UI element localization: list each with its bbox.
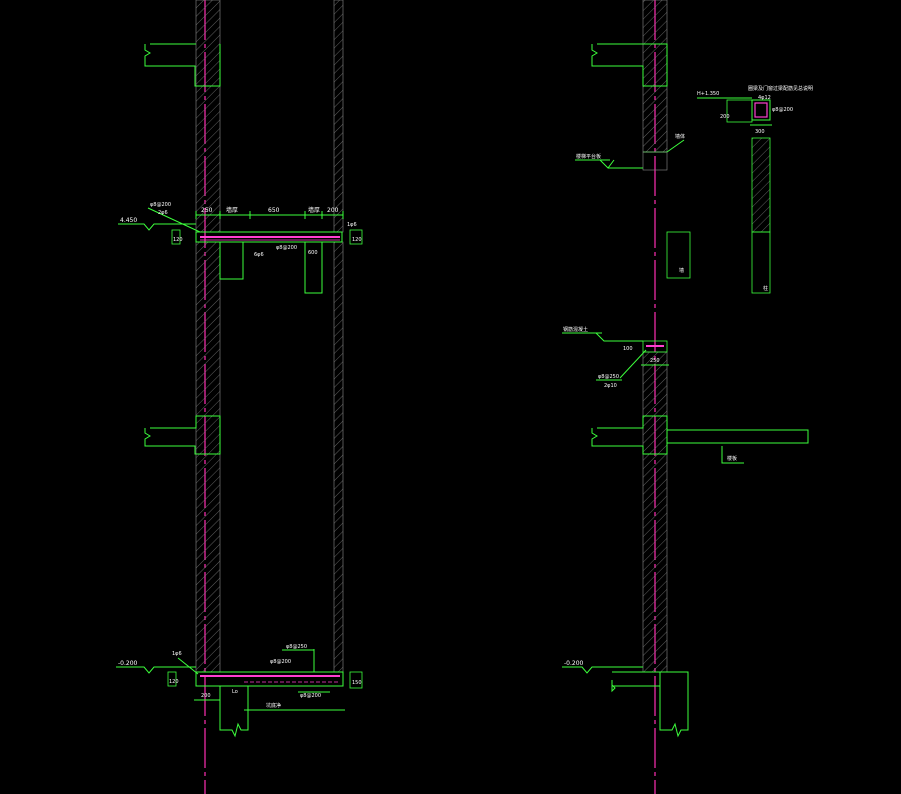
- top-beam: [195, 231, 343, 243]
- beam-rebar-stirrup: φ8@200: [772, 107, 793, 113]
- top-beam-drop-right: [304, 242, 323, 294]
- bottom-height-right: 150: [352, 680, 362, 686]
- level-bottom-label: -0.200: [118, 660, 138, 667]
- tall-column-lower: [751, 231, 771, 294]
- mid-rebar-b: 2φ10: [604, 383, 617, 389]
- bottom-rebar-c: φ8@200: [300, 693, 321, 699]
- top-beam-dim-250: 250: [201, 207, 213, 214]
- top-beam-rebar-mid: φ8@200: [276, 245, 297, 251]
- top-height-right: 120: [352, 237, 362, 243]
- mid-detail-box: [642, 340, 668, 353]
- bottom-slab-under: [219, 686, 249, 738]
- right-lower-ledge: [591, 415, 668, 455]
- bottom-height-left: 120: [169, 679, 179, 685]
- right-wall-leader: [666, 139, 685, 153]
- top-rebar-count: 2φ6: [158, 210, 168, 216]
- bottom-slab: [195, 671, 344, 687]
- level-marker-bottom: [116, 666, 196, 674]
- top-rebar-label: φ8@200: [150, 202, 171, 208]
- beam-rebar-top: 4φ12: [758, 95, 771, 101]
- top-beam-drop-left: [219, 242, 244, 280]
- beam-detail-stub: [726, 99, 753, 123]
- right-wall-upper: [333, 0, 344, 233]
- mid-rebar: φ8@250: [598, 374, 619, 380]
- top-beam-dim-right-w: 墙厚: [308, 206, 320, 214]
- top-beam-dim-left-w: 墙厚: [226, 206, 238, 214]
- right-level-bottom: -0.200: [564, 660, 584, 667]
- beam-width-label: 300: [755, 129, 765, 135]
- mid-rebar-leader: [619, 349, 647, 379]
- beam-height-label: 200: [720, 114, 730, 120]
- left-section: 250 墙厚 650 墙厚 200 4.450 φ8@200 2φ6 120 1…: [116, 0, 363, 794]
- bottom-dim-200: 200: [201, 693, 211, 699]
- top-beam-drop-note: 600: [308, 250, 318, 256]
- right-wall-label: 墙体: [675, 133, 685, 140]
- bottom-rebar-a: φ8@250: [286, 644, 307, 650]
- left-wall-lower: [195, 241, 221, 673]
- left-wall-upper: [195, 0, 221, 233]
- top-height-tag-left: [171, 229, 181, 245]
- right-platform-label: 楼梯平台板: [576, 153, 601, 160]
- level-top-label: 4.450: [120, 217, 137, 224]
- right-section: 楼梯平台板 墙体 H+1.350 圈梁及门窗过梁配筋见总说明 4φ12 φ8@2…: [562, 0, 813, 794]
- right-platform-tick: [599, 159, 615, 169]
- small-box-note: 墙: [679, 267, 684, 274]
- right-upper-ledge: [591, 43, 668, 87]
- mid-label: 钢筋混凝土: [563, 326, 588, 333]
- beam-detail-rebar: [754, 102, 768, 118]
- top-height-left: 120: [173, 237, 183, 243]
- right-wall-lower: [333, 241, 344, 673]
- bottom-left-leader: [177, 657, 199, 675]
- right-level-bottom-marker: [562, 666, 643, 674]
- bottom-dim-bottom: 坑底净: [266, 702, 281, 709]
- top-rebar-leader: [147, 207, 201, 233]
- beam-note-label: 圈梁及门窗过梁配筋见总说明: [748, 85, 813, 92]
- upper-ledge-left: [144, 44, 221, 87]
- bottom-dim-lo: Lo: [232, 689, 238, 695]
- bottom-height-tag-right: [349, 671, 363, 689]
- right-floor-slab: [666, 429, 809, 444]
- right-wall-seg-3: [642, 351, 668, 673]
- tall-column-upper: [751, 137, 771, 233]
- mid-width: 250: [650, 358, 660, 364]
- small-box: [666, 231, 691, 279]
- right-wall-seg-1: [642, 0, 668, 153]
- right-wall-seg-2: [642, 151, 668, 171]
- slab-label-leader: [721, 446, 744, 464]
- top-beam-rebar-b: 6φ6: [254, 252, 264, 258]
- top-height-tag-right: [349, 229, 363, 245]
- slab-label: 楼板: [727, 455, 737, 462]
- mid-ledge: [144, 415, 221, 455]
- top-beam-dim-mid: 650: [268, 207, 280, 214]
- top-beam-dim-200: 200: [327, 207, 339, 214]
- right-foundation: [611, 671, 689, 738]
- top-right-note: 1φ6: [347, 222, 357, 228]
- bottom-left-note: 1φ6: [172, 651, 182, 657]
- tall-column-label: 柱: [763, 285, 768, 292]
- mid-height: 100: [623, 346, 633, 352]
- mid-label-tick: [595, 332, 643, 342]
- level-marker-top: [118, 223, 196, 231]
- beam-level-label: H+1.350: [697, 91, 719, 97]
- bottom-rebar-b: φ8@200: [270, 659, 291, 665]
- bottom-height-tag-left: [167, 671, 177, 687]
